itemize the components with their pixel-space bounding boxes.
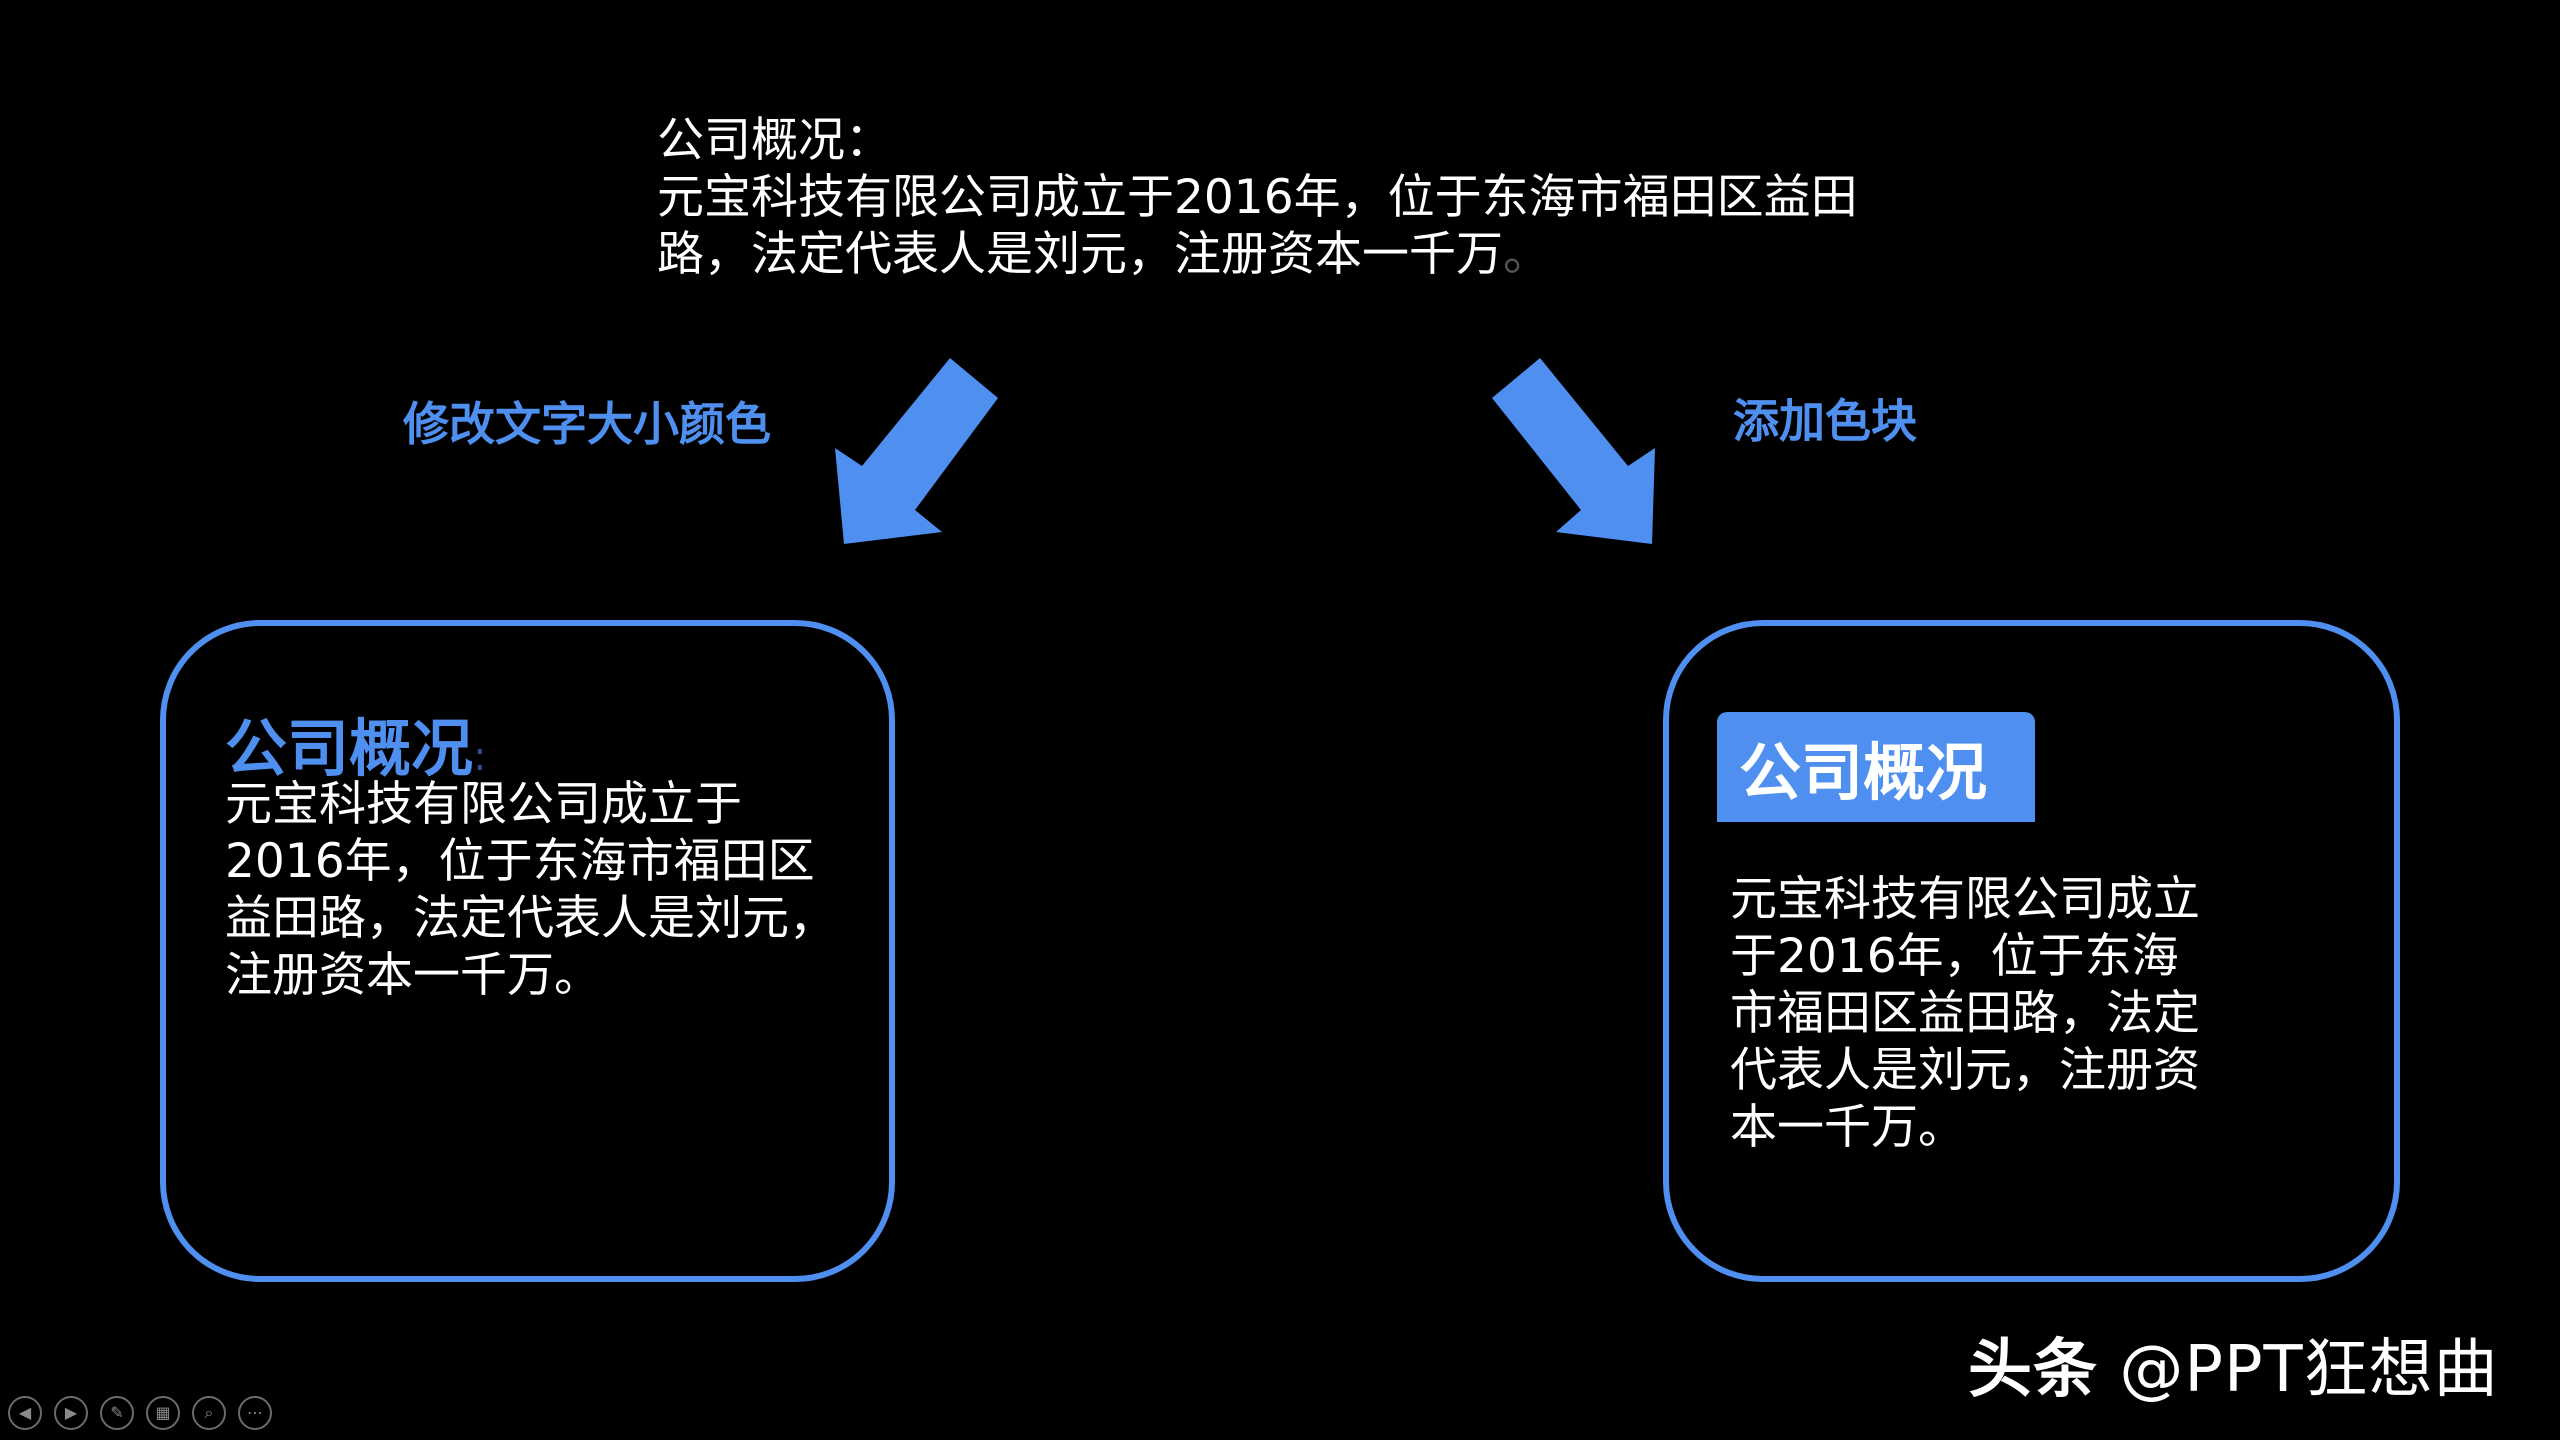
arrow-right-icon [1492,358,1655,544]
previous-icon[interactable]: ◀ [8,1396,42,1430]
card-right-line: 本一千万。 [1730,1100,1965,1155]
source-line-2: 路，法定代表人是刘元，注册资本一千万。 [657,226,1937,283]
card-right-line: 元宝科技有限公司成立 [1730,872,2200,927]
card-right-line: 代表人是刘元，注册资 [1730,1043,2200,1098]
source-line-1: 元宝科技有限公司成立于2016年，位于东海市福田区益田 [657,170,1858,225]
source-text: 公司概况： 元宝科技有限公司成立于2016年，位于东海市福田区益田 路，法定代表… [657,112,1937,283]
watermark-handle: @PPT狂想曲 [2119,1333,2499,1407]
card-right-line: 市福田区益田路，法定 [1730,986,2200,1041]
more-icon[interactable]: ⋯ [238,1396,272,1430]
card-color-block: 公司概况 元宝科技有限公司成立 于2016年，位于东海 市福田区益田路，法定 代… [1663,620,2400,1282]
slides-grid-icon[interactable]: ▦ [146,1396,180,1430]
card-right-line: 于2016年，位于东海 [1730,929,2179,984]
pen-icon[interactable]: ✎ [100,1396,134,1430]
slideshow-controls: ◀ ▶ ✎ ▦ ⌕ ⋯ [8,1396,272,1430]
card-left-heading: 公司概况: [225,698,487,788]
card-left-heading-colon: : [473,734,487,780]
watermark: 头条 @PPT狂想曲 [1968,1318,2499,1410]
arrow-left-icon [835,358,998,544]
card-left-body: 元宝科技有限公司成立于 2016年，位于东海市福田区 益田路，法定代表人是刘元，… [225,776,855,1004]
watermark-brand: 头条 [1968,1333,2098,1407]
card-left-line: 注册资本一千万。 [225,948,601,1003]
source-line-2-text: 路，法定代表人是刘元，注册资本一千万 [657,227,1503,282]
card-left-line: 2016年，位于东海市福田区 [225,834,815,889]
card-left-line: 元宝科技有限公司成立于 [225,777,742,832]
card-left-line: 益田路，法定代表人是刘元， [225,891,836,946]
card-right-body: 元宝科技有限公司成立 于2016年，位于东海 市福田区益田路，法定 代表人是刘元… [1730,871,2350,1156]
label-resize-recolor: 修改文字大小颜色 [403,397,771,451]
card-right-tag-text: 公司概况 [1739,736,1988,809]
label-add-color-block: 添加色块 [1733,394,1917,448]
source-line-2-end: 。 [1503,227,1550,282]
next-icon[interactable]: ▶ [54,1396,88,1430]
card-resize-recolor: 公司概况: 元宝科技有限公司成立于 2016年，位于东海市福田区 益田路，法定代… [160,620,895,1282]
source-heading: 公司概况： [657,113,892,168]
card-right-tag: 公司概况 [1717,712,2035,822]
zoom-icon[interactable]: ⌕ [192,1396,226,1430]
card-left-heading-text: 公司概况 [225,712,474,785]
